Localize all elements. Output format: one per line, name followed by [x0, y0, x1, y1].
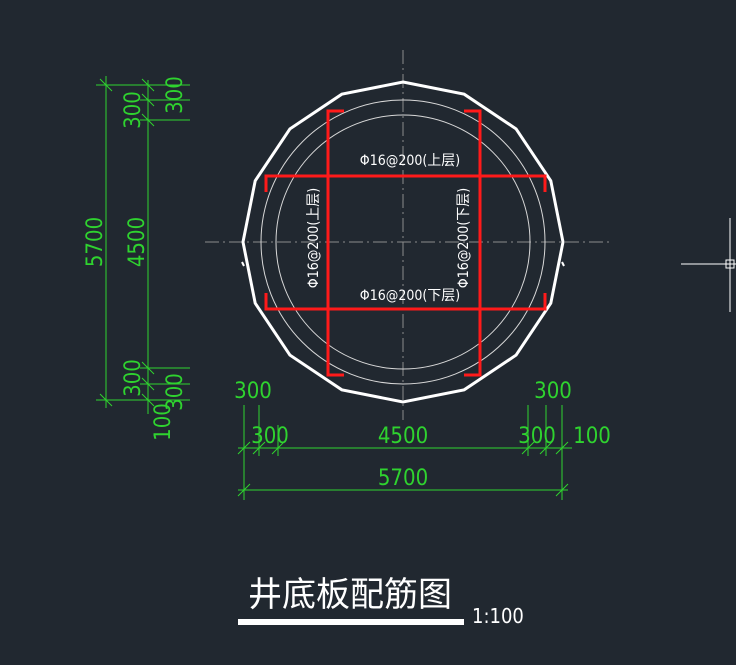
- tick-3: [271, 441, 285, 455]
- tick-2: [252, 441, 266, 455]
- tick-left-2: [141, 78, 155, 92]
- tick-6: [555, 441, 569, 455]
- well-inner-circle-2: [275, 114, 531, 370]
- dim-bottom-overall: 5700: [378, 466, 428, 491]
- well-inner-circle-1: [260, 99, 546, 385]
- dim-bottom-right-edge: 100: [573, 424, 611, 449]
- dim-left-top-outer: 300: [163, 76, 188, 114]
- tick-4: [521, 441, 535, 455]
- dim-bottom-left-inner: 300: [251, 424, 289, 449]
- dim-bottom-right-inner: 300: [518, 424, 556, 449]
- rebar-label-right: Φ16@200(下层): [456, 188, 472, 288]
- dim-left-bottom-outer: 300: [163, 373, 188, 411]
- rebar-label-left: Φ16@200(上层): [306, 188, 322, 288]
- tick-left-1: [99, 78, 113, 92]
- bottom-dimension-texts: 300 300 4500 300 300 100 5700: [234, 379, 611, 491]
- quadrant-tick-right: [561, 261, 565, 267]
- tick-left-8: [99, 393, 113, 407]
- tick-left-4: [141, 113, 155, 127]
- tick-left-7: [141, 393, 155, 407]
- crosshair-box: [725, 259, 735, 269]
- title-underline: [238, 619, 464, 625]
- drawing-scale: 1:100: [472, 604, 524, 628]
- rebar-right-vertical: [464, 109, 482, 377]
- tick-5: [539, 441, 553, 455]
- tick-8: [555, 483, 569, 497]
- rebar-layout: [264, 109, 547, 377]
- rebar-label-top: Φ16@200(上层): [360, 153, 460, 169]
- tick-left-5: [141, 361, 155, 375]
- rebar-top-horizontal: [264, 174, 547, 192]
- rebar-label-bottom: Φ16@200(下层): [360, 288, 460, 304]
- left-dimensions: [96, 76, 190, 414]
- well-plan: [241, 80, 565, 404]
- bottom-dimensions: [237, 405, 572, 500]
- dim-left-bottom-edge: 100: [151, 403, 176, 441]
- title-block: 井底板配筋图 1:100: [238, 575, 524, 628]
- dim-left-overall: 5700: [83, 217, 108, 267]
- dim-bottom-left-outer: 300: [234, 379, 272, 404]
- drawing-title: 井底板配筋图: [248, 575, 452, 615]
- dim-left-top-inner: 300: [121, 91, 146, 129]
- quadrant-tick-left: [241, 261, 245, 267]
- dim-bottom-right-outer: 300: [534, 379, 572, 404]
- rebar-left-vertical: [326, 109, 344, 377]
- dim-left-inner: 4500: [125, 217, 150, 267]
- tick-left-3: [141, 93, 155, 107]
- dim-bottom-inner: 4500: [378, 424, 428, 449]
- crosshair-cursor: [681, 218, 736, 312]
- left-dimension-texts: 5700 4500 300 300 300 300 100: [83, 76, 188, 441]
- tick-1: [237, 441, 251, 455]
- rebar-bottom-horizontal: [264, 293, 547, 311]
- centerlines: [205, 50, 612, 420]
- tick-7: [237, 483, 251, 497]
- dim-left-bottom-inner: 300: [121, 359, 146, 397]
- tick-left-6: [141, 377, 155, 391]
- rebar-labels: Φ16@200(上层) Φ16@200(下层) Φ16@200(上层) Φ16@…: [306, 153, 472, 304]
- well-outer-polygon: [241, 80, 565, 404]
